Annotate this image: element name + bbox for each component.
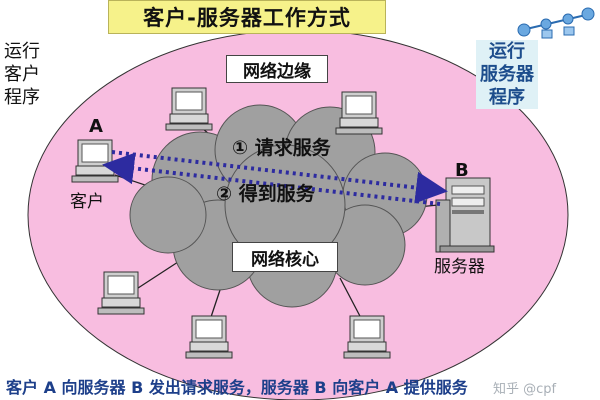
run-client-program-label: 运行 客户 程序 (4, 40, 40, 109)
caption: 客户 A 向服务器 B 发出请求服务，服务器 B 向客户 A 提供服务 (6, 378, 468, 397)
watermark: 知乎 @cpf (493, 382, 557, 397)
network-core-cloud (129, 104, 428, 308)
computer-icon (97, 271, 145, 315)
get-service-label: ② 得到服务 (216, 183, 315, 205)
network-core-label: 网络核心 (232, 242, 338, 272)
network-edge-label: 网络边缘 (226, 55, 328, 83)
page-title: 客户-服务器工作方式 (108, 0, 386, 34)
label-line: 服务器 (480, 64, 534, 85)
response-arrow (102, 152, 441, 206)
request-arrow (111, 150, 448, 204)
client-label: 客户 (70, 192, 104, 212)
computer-icon (71, 139, 119, 183)
host-a-label: A (89, 116, 103, 137)
computer-icon (165, 87, 213, 131)
label-line: 程序 (489, 87, 525, 108)
request-service-label: ① 请求服务 (232, 137, 331, 159)
label-line: 程序 (4, 87, 40, 108)
computer-icon (335, 91, 383, 135)
run-server-program-label: 运行 服务器 程序 (476, 40, 538, 109)
computer-icon (343, 315, 391, 359)
label-line: 运行 (4, 41, 40, 62)
server-icon (435, 177, 495, 253)
computer-icon (185, 315, 233, 359)
host-b-label: B (455, 160, 469, 181)
server-label: 服务器 (434, 257, 485, 277)
label-line: 运行 (489, 41, 525, 62)
network-logo-icon (517, 7, 595, 39)
label-line: 客户 (4, 64, 40, 85)
